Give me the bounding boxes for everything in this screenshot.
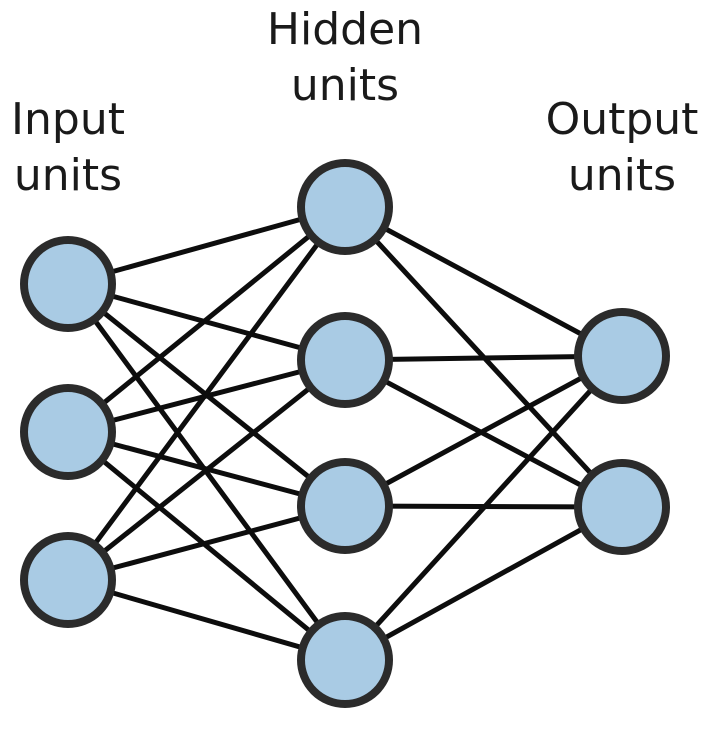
output-label-line2: units: [568, 150, 676, 201]
hidden-unit-3: [301, 462, 389, 550]
output-label-line1: Output: [546, 94, 699, 145]
connections: [68, 207, 622, 660]
hidden-unit-1: [301, 163, 389, 251]
output-unit-1: [578, 312, 666, 400]
input-unit-2: [24, 388, 112, 476]
hidden-unit-2: [301, 316, 389, 404]
input-unit-1: [24, 240, 112, 328]
output-units-label: Output units: [546, 94, 699, 201]
hidden-label-line2: units: [291, 60, 399, 111]
input-units-label: Input units: [11, 94, 125, 201]
output-unit-2: [578, 463, 666, 551]
input-label-line1: Input: [11, 94, 125, 145]
input-label-line2: units: [14, 150, 122, 201]
hidden-unit-4: [301, 616, 389, 704]
hidden-units-label: Hidden units: [267, 4, 423, 111]
units: [24, 163, 666, 704]
input-unit-3: [24, 536, 112, 624]
hidden-label-line1: Hidden: [267, 4, 423, 55]
